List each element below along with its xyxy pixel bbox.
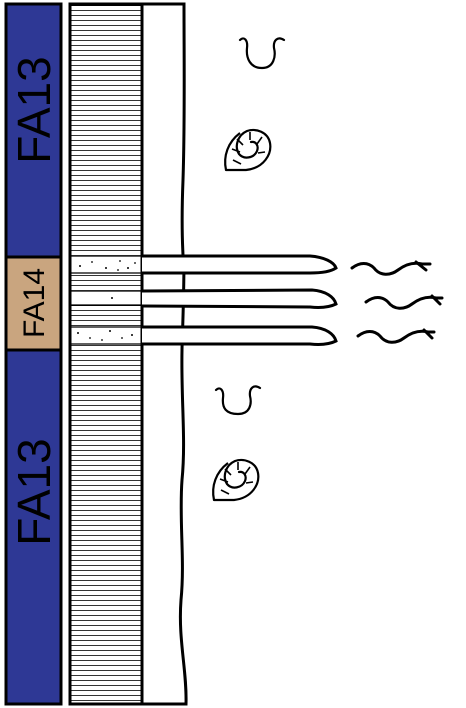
sandstone-bed-middle <box>70 291 142 305</box>
sandstone-bed-protrusion-lower <box>142 325 338 346</box>
sand-grain-dots <box>77 260 136 341</box>
ammonite-icon <box>212 458 260 502</box>
trace-fossil-icon <box>214 385 262 416</box>
wave-ripple-icon <box>356 328 436 344</box>
laminated-mudstone-fill <box>70 4 142 704</box>
wave-ripple-icon <box>350 260 432 276</box>
sandstone-bed-upper <box>70 256 142 273</box>
facies-label-upper: FA13 <box>8 56 60 163</box>
trace-fossil-icon <box>238 37 286 70</box>
lithology-column <box>68 2 144 706</box>
sandstone-bed-protrusion-upper <box>142 254 338 275</box>
profile-outline <box>140 2 188 706</box>
wave-ripple-icon <box>364 294 444 310</box>
facies-label-lower: FA13 <box>8 438 60 545</box>
facies-label-middle: FA14 <box>18 268 51 338</box>
sandstone-bed-protrusion-middle <box>141 288 338 309</box>
facies-unit-upper <box>4 2 63 259</box>
ammonite-icon <box>224 128 272 172</box>
facies-unit-lower <box>4 348 63 706</box>
facies-bar: FA13 FA14 FA13 <box>4 2 63 706</box>
sandstone-bed-lower <box>70 327 142 344</box>
grain-size-profile <box>140 2 338 706</box>
